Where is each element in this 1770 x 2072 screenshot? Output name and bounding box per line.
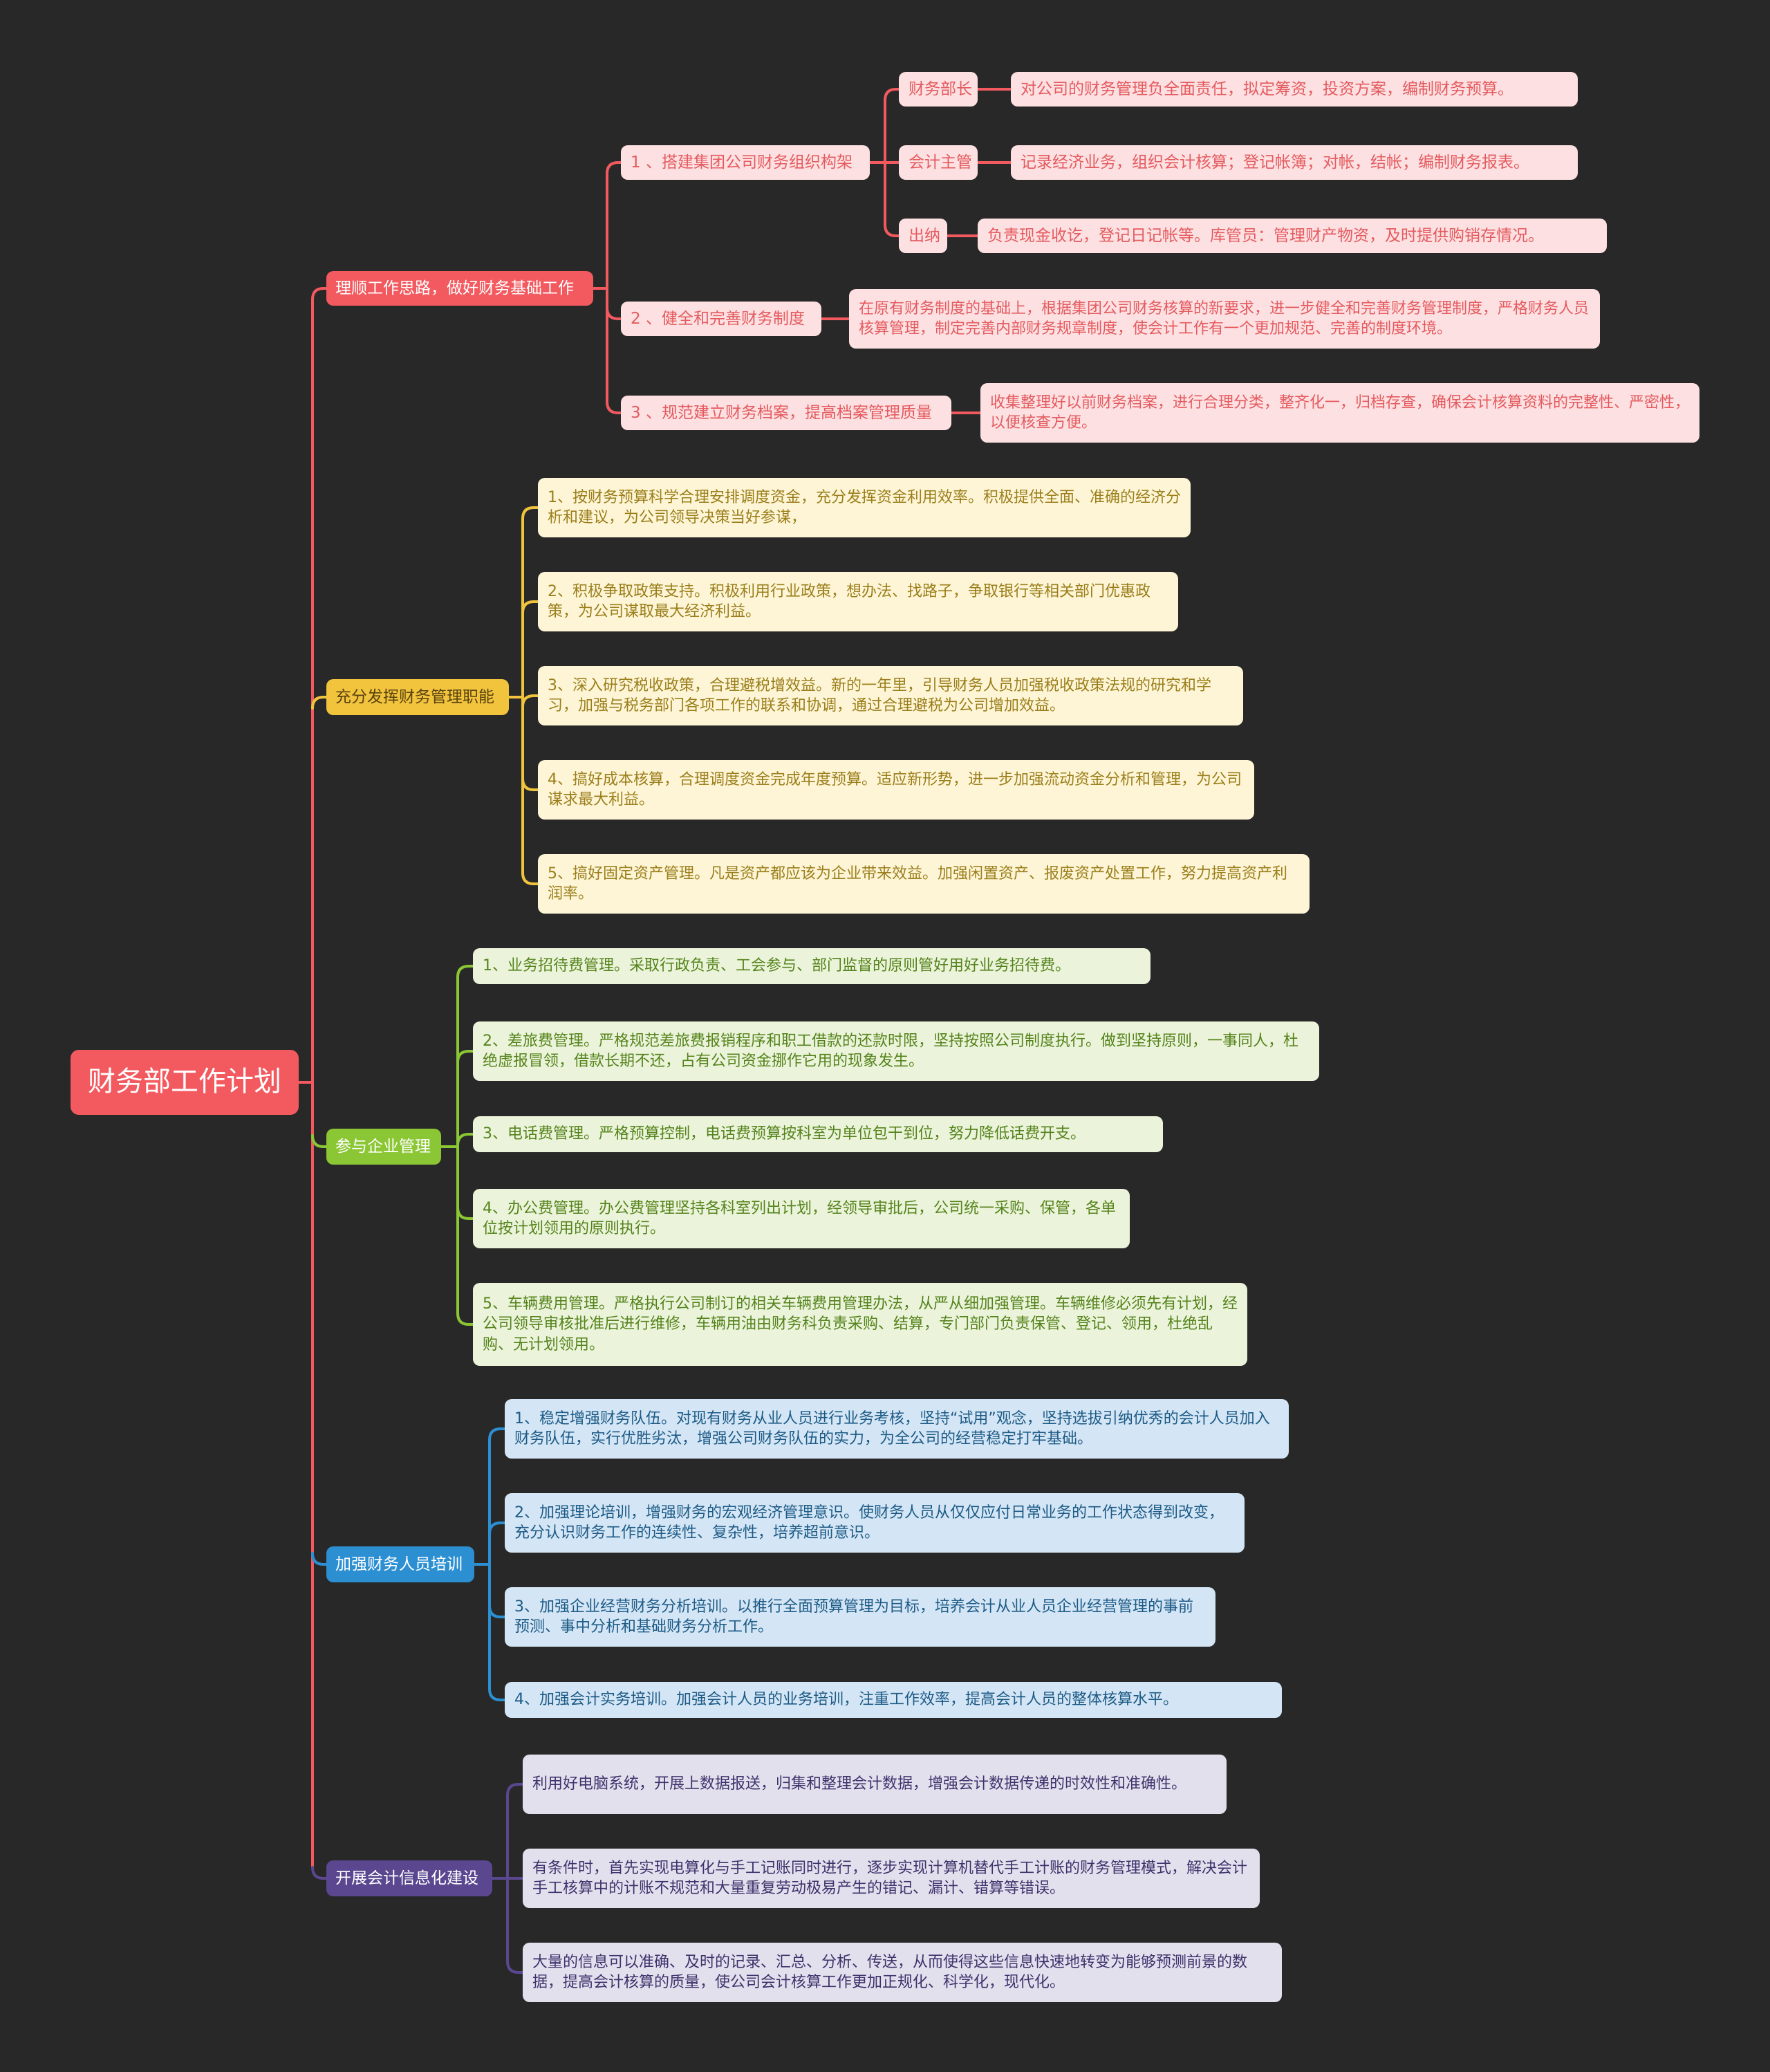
- b3-connector-link: [488, 1687, 506, 1701]
- sub-finance-system-detail[interactable]: 在原有财务制度的基础上，根据集团公司财务核算的新要求，进一步健全和完善财务管理制…: [849, 289, 1600, 349]
- root-node[interactable]: 财务部工作计划: [71, 1050, 299, 1115]
- list-item[interactable]: 5、车辆费用管理。严格执行公司制订的相关车辆费用管理办法，从严从细加强管理。车辆…: [473, 1283, 1247, 1366]
- branch-staff-training[interactable]: 加强财务人员培训: [326, 1546, 474, 1582]
- b1-connector-link: [521, 777, 539, 791]
- list-item[interactable]: 有条件时，首先实现电算化与手工记账同时进行，逐步实现计算机替代手工计账的财务管理…: [523, 1849, 1260, 1908]
- list-item[interactable]: 利用好电脑系统，开展上数据报送，归集和整理会计数据，增强会计数据传递的时效性和准…: [523, 1755, 1227, 1814]
- role-accounting-supervisor-detail[interactable]: 记录经济业务，组织会计核算；登记帐簿；对帐，结帐；编制财务报表。: [1011, 145, 1578, 180]
- list-item[interactable]: 5、搞好固定资产管理。凡是资产都应该为企业带来效益。加强闲置资产、报废资产处置工…: [538, 854, 1310, 914]
- sub-archive[interactable]: 3 、规范建立财务档案，提高档案管理质量: [621, 396, 951, 430]
- root-connector-link: [311, 1134, 328, 1148]
- list-item[interactable]: 1、业务招待费管理。采取行政负责、工会参与、部门监督的原则管好用好业务招待费。: [473, 948, 1150, 984]
- list-item[interactable]: 3、加强企业经营财务分析培训。以推行全面预算管理为目标，培养会计从业人员企业经营…: [505, 1587, 1215, 1647]
- role-cashier[interactable]: 出纳: [899, 219, 947, 253]
- list-item[interactable]: 2、积极争取政策支持。积极利用行业政策，想办法、找路子，争取银行等相关部门优惠政…: [538, 572, 1178, 631]
- b0c0-connector-link: [884, 88, 900, 102]
- b2-connector-link: [456, 1206, 474, 1220]
- b1-connector-link: [521, 871, 539, 885]
- list-item[interactable]: 4、办公费管理。办公费管理坚持各科室列出计划，经领导审批后，公司统一采购、保管，…: [473, 1189, 1130, 1248]
- branch-management-function[interactable]: 充分发挥财务管理职能: [326, 679, 509, 715]
- list-item[interactable]: 3、深入研究税收政策，合理避税增效益。新的一年里，引导财务人员加强税收政策法规的…: [538, 666, 1243, 725]
- role-finance-director-detail[interactable]: 对公司的财务管理负全面责任，拟定筹资，投资方案，编制财务预算。: [1011, 72, 1578, 107]
- b0-connector-link: [606, 306, 622, 320]
- b4-connector-link: [506, 1960, 524, 1974]
- list-item[interactable]: 大量的信息可以准确、及时的记录、汇总、分析、传送，从而使得这些信息快速地转变为能…: [523, 1943, 1282, 2002]
- sub-finance-system[interactable]: 2 、健全和完善财务制度: [621, 302, 821, 336]
- b0-connector-link: [606, 161, 622, 175]
- sub-org-structure[interactable]: 1 、搭建集团公司财务组织构架: [621, 145, 870, 180]
- b4-connector-link: [506, 1783, 524, 1797]
- list-item[interactable]: 1、按财务预算科学合理安排调度资金，充分发挥资金利用效率。积极提供全面、准确的经…: [538, 478, 1191, 537]
- b0-connector-link: [606, 400, 622, 414]
- root-connector-link: [311, 287, 328, 301]
- branch-informatization[interactable]: 开展会计信息化建设: [326, 1860, 492, 1896]
- b3-connector-link: [488, 1521, 506, 1535]
- b3-connector-link: [488, 1604, 506, 1618]
- b1-connector-link: [521, 600, 539, 614]
- list-item[interactable]: 4、搞好成本核算，合理调度资金完成年度预算。适应新形势，进一步加强流动资金分析和…: [538, 760, 1254, 820]
- b3-connector-link: [488, 1427, 506, 1441]
- b1-connector-link: [521, 506, 539, 520]
- b0c0-connector-link: [884, 223, 900, 237]
- list-item[interactable]: 3、电话费管理。严格预算控制，电话费预算按科室为单位包干到位，努力降低话费开支。: [473, 1116, 1163, 1152]
- root-connector-link: [311, 1866, 328, 1880]
- role-finance-director[interactable]: 财务部长: [899, 72, 978, 107]
- b2-connector-link: [456, 1312, 474, 1326]
- role-cashier-detail[interactable]: 负责现金收讫，登记日记帐等。库管员：管理财产物资，及时提供购销存情况。: [978, 219, 1607, 253]
- role-accounting-supervisor[interactable]: 会计主管: [899, 145, 978, 180]
- root-connector-link: [311, 1552, 328, 1566]
- root-connector-link: [311, 696, 328, 710]
- branch-enterprise-management[interactable]: 参与企业管理: [326, 1129, 441, 1165]
- list-item[interactable]: 2、差旅费管理。严格规范差旅费报销程序和职工借款的还款时限，坚持按照公司制度执行…: [473, 1021, 1319, 1081]
- branch-foundation[interactable]: 理顺工作思路，做好财务基础工作: [326, 271, 593, 306]
- b1-connector-link: [521, 694, 539, 708]
- list-item[interactable]: 2、加强理论培训，增强财务的宏观经济管理意识。使财务人员从仅仅应付日常业务的工作…: [505, 1493, 1245, 1553]
- list-item[interactable]: 1、稳定增强财务队伍。对现有财务从业人员进行业务考核，坚持“试用”观念，坚持选拔…: [505, 1399, 1289, 1459]
- b2-connector-link: [456, 1133, 474, 1147]
- b2-connector-link: [456, 965, 474, 979]
- sub-archive-detail[interactable]: 收集整理好以前财务档案，进行合理分类，整齐化一，归档存查，确保会计核算资料的完整…: [980, 383, 1699, 443]
- b2-connector-link: [456, 1050, 474, 1064]
- list-item[interactable]: 4、加强会计实务培训。加强会计人员的业务培训，注重工作效率，提高会计人员的整体核…: [505, 1682, 1282, 1718]
